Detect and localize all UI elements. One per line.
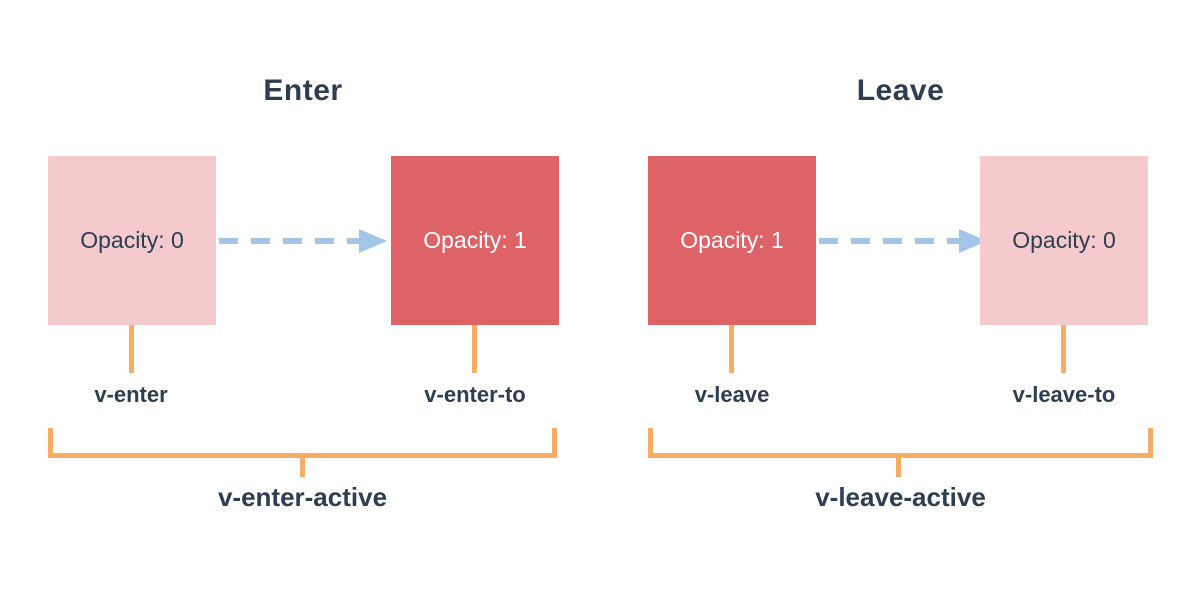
bracket-left-tick (648, 428, 653, 453)
bracket-right-tick (1148, 428, 1153, 453)
start-box-connector-line (729, 325, 734, 373)
arrow-head-icon (359, 229, 387, 253)
opacity-start-box: Opacity: 1 (648, 156, 816, 325)
start-class-label: v-leave (694, 382, 770, 407)
start-class-label: v-enter (94, 382, 168, 407)
opacity-end-label: Opacity: 0 (1012, 227, 1116, 253)
opacity-start-box: Opacity: 0 (48, 156, 216, 325)
section-title-enter: Enter (263, 74, 343, 107)
opacity-end-label: Opacity: 1 (423, 227, 527, 253)
dashed-arrow-line (819, 238, 959, 244)
bracket-left-tick (48, 428, 53, 453)
active-class-label: v-leave-active (815, 482, 986, 512)
opacity-end-box: Opacity: 1 (391, 156, 559, 325)
bracket-right-tick (552, 428, 557, 453)
bracket-center-tick (896, 453, 901, 477)
end-class-label: v-leave-to (1012, 382, 1116, 407)
end-box-connector-line (472, 325, 477, 373)
active-class-label: v-enter-active (217, 482, 388, 512)
end-class-label: v-enter-to (424, 382, 526, 407)
dashed-arrow-line (219, 238, 359, 244)
opacity-start-label: Opacity: 0 (80, 227, 184, 253)
end-box-connector-line (1061, 325, 1066, 373)
bracket-center-tick (300, 453, 305, 477)
start-box-connector-line (129, 325, 134, 373)
opacity-end-box: Opacity: 0 (980, 156, 1148, 325)
section-title-leave: Leave (856, 74, 945, 107)
opacity-start-label: Opacity: 1 (680, 227, 784, 253)
